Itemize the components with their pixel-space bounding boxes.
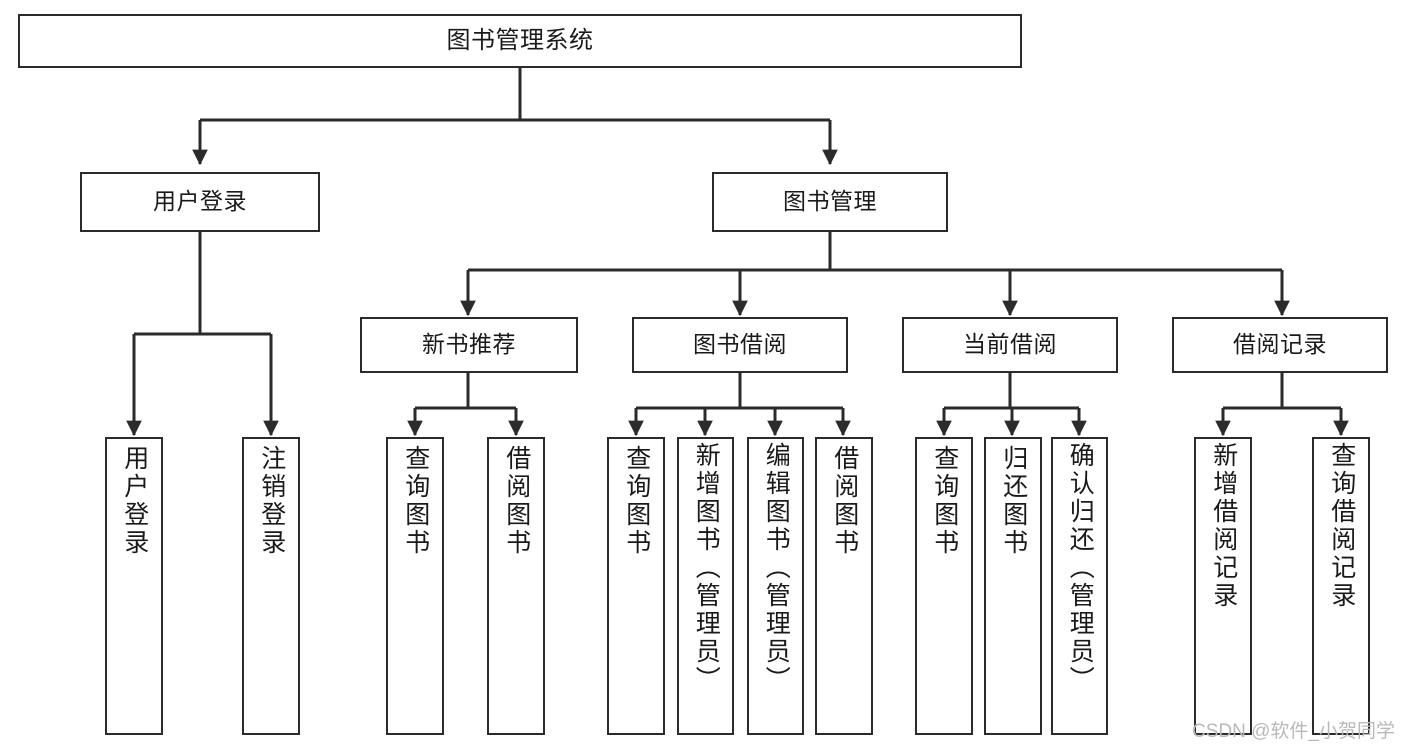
leaf-query-borrow-record[interactable]: 查询借阅记录 [1312, 437, 1370, 735]
node-label: 查询图书 [401, 445, 430, 557]
node-current-borrow[interactable]: 当前借阅 [902, 317, 1118, 373]
node-label: 查询图书 [622, 445, 651, 557]
node-label: 查询图书 [930, 445, 959, 557]
node-label: 注销登录 [257, 445, 286, 557]
node-new-book-recommend[interactable]: 新书推荐 [360, 317, 578, 373]
csdn-watermark: CSDN @软件_小贺同学 [1192, 721, 1395, 742]
node-user-login[interactable]: 用户登录 [80, 172, 320, 232]
node-label: 图书借阅 [693, 331, 787, 358]
node-label: 查询借阅记录 [1327, 442, 1356, 610]
node-label: 用户登录 [120, 445, 149, 557]
node-label: 借阅图书 [502, 445, 531, 557]
node-label: 借阅图书 [830, 445, 859, 557]
node-label: 新增借阅记录 [1209, 442, 1238, 610]
leaf-user-login[interactable]: 用户登录 [105, 437, 163, 735]
leaf-confirm-return-admin[interactable]: 确认归还（管理员） [1051, 437, 1108, 735]
node-root-book-management-system[interactable]: 图书管理系统 [18, 14, 1022, 68]
node-label: 归还图书 [999, 445, 1028, 557]
leaf-edit-book-admin[interactable]: 编辑图书（管理员） [747, 437, 804, 735]
node-label: 确认归还（管理员） [1066, 442, 1095, 694]
node-label: 图书管理系统 [446, 26, 594, 54]
leaf-borrow-book-borrow[interactable]: 借阅图书 [815, 437, 873, 735]
node-label: 新书推荐 [422, 331, 516, 358]
leaf-return-book[interactable]: 归还图书 [984, 437, 1042, 735]
node-label: 用户登录 [153, 188, 247, 215]
leaf-query-book-new-recommend[interactable]: 查询图书 [386, 437, 444, 735]
node-label: 当前借阅 [963, 331, 1057, 358]
node-book-management[interactable]: 图书管理 [712, 172, 948, 232]
node-label: 图书管理 [783, 188, 877, 215]
node-label: 编辑图书（管理员） [762, 442, 791, 694]
node-borrow-record[interactable]: 借阅记录 [1172, 317, 1388, 373]
leaf-borrow-book-new-recommend[interactable]: 借阅图书 [487, 437, 545, 735]
node-label: 借阅记录 [1233, 331, 1327, 358]
leaf-add-borrow-record[interactable]: 新增借阅记录 [1194, 437, 1252, 735]
leaf-query-book-current[interactable]: 查询图书 [915, 437, 973, 735]
leaf-logout-login[interactable]: 注销登录 [242, 437, 300, 735]
node-label: 新增图书（管理员） [692, 442, 721, 694]
leaf-query-book-borrow[interactable]: 查询图书 [607, 437, 665, 735]
leaf-add-book-admin[interactable]: 新增图书（管理员） [677, 437, 734, 735]
node-book-borrow[interactable]: 图书借阅 [632, 317, 848, 373]
